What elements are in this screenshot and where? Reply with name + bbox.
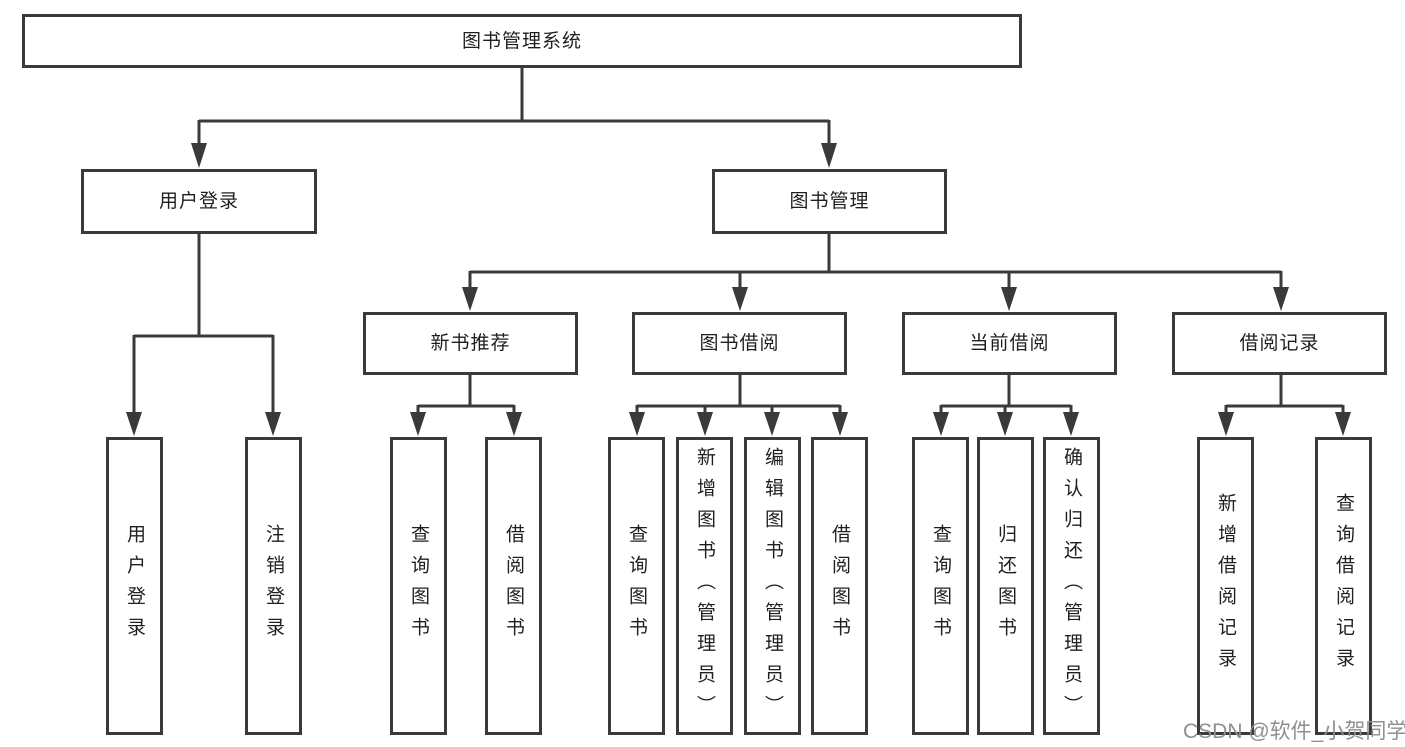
node-book-management: 图书管理 [712, 169, 947, 234]
leaf-user-login: 用户登录 [106, 437, 163, 735]
leaf-br-add-record: 新增借阅记录 [1197, 437, 1254, 735]
leaf-cb-return-book: 归还图书 [977, 437, 1034, 735]
connector-line-paths [132, 68, 1345, 415]
leaf-bb-query-book: 查询图书 [608, 437, 665, 735]
node-root: 图书管理系统 [22, 14, 1022, 68]
leaf-br-query-record: 查询借阅记录 [1315, 437, 1372, 735]
watermark: CSDN @软件_小贺同学 [1183, 720, 1405, 743]
leaf-cb-query-book: 查询图书 [912, 437, 969, 735]
leaf-nb-borrow-book: 借阅图书 [485, 437, 542, 735]
leaf-logout: 注销登录 [245, 437, 302, 735]
leaf-bb-edit-book: 编辑图书（管理员） [744, 437, 801, 735]
node-book-borrow: 图书借阅 [632, 312, 847, 375]
leaf-nb-query-book: 查询图书 [390, 437, 447, 735]
leaf-cb-confirm-return: 确认归还（管理员） [1043, 437, 1100, 735]
node-user-login: 用户登录 [81, 169, 317, 234]
node-current-borrow: 当前借阅 [902, 312, 1117, 375]
arrowhead-icons [126, 143, 1351, 436]
node-borrow-records: 借阅记录 [1172, 312, 1387, 375]
leaf-bb-add-book: 新增图书（管理员） [676, 437, 733, 735]
leaf-bb-borrow-book: 借阅图书 [811, 437, 868, 735]
node-new-book-recommend: 新书推荐 [363, 312, 578, 375]
